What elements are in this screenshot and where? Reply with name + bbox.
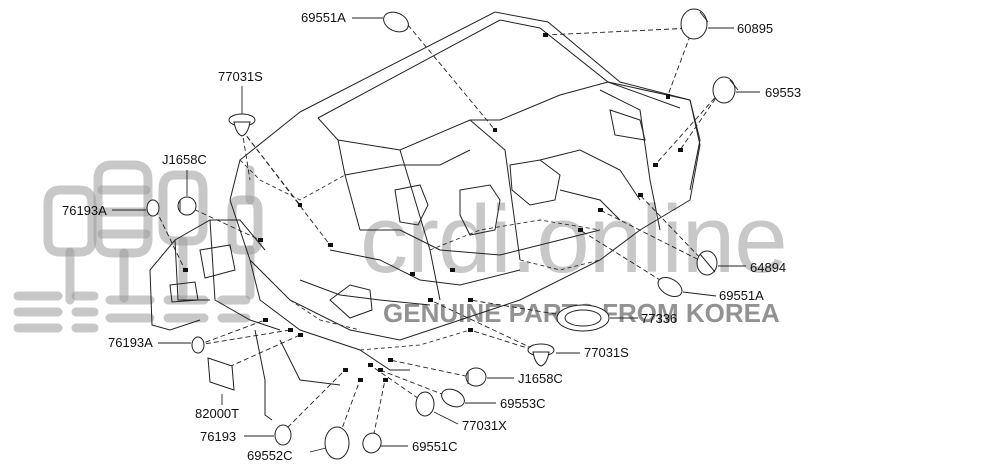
part-icons	[146, 8, 739, 460]
plug-69553c-icon	[441, 388, 465, 408]
hole-markers	[183, 33, 683, 382]
label-60895: 60895	[737, 21, 773, 36]
plug-77031x-icon	[415, 391, 435, 417]
label-64894: 64894	[750, 260, 786, 275]
label-77031x: 77031X	[462, 418, 507, 433]
label-69552c: 69552C	[247, 448, 293, 463]
label-76193a-top: 76193A	[62, 203, 107, 218]
label-77031s-top: 77031S	[218, 69, 263, 84]
plug-77336-icon	[556, 304, 610, 332]
label-69553: 69553	[765, 85, 801, 100]
plug-69551a-top-icon	[383, 11, 409, 33]
plug-69553-icon	[712, 76, 739, 104]
plug-69551c-icon	[362, 432, 382, 454]
label-77031s-low: 77031S	[584, 345, 629, 360]
label-j1658c-low: J1658C	[518, 371, 563, 386]
label-77336: 77336	[641, 311, 677, 326]
label-76193a-low: 76193A	[108, 335, 153, 350]
part-labels: 69551A 60895 77031S 69553 J1658C 76193A …	[62, 10, 801, 463]
label-69551a-top: 69551A	[301, 10, 346, 25]
plug-j1658c-top-icon	[177, 196, 197, 216]
watermark: crdi.online GENUINE PARTS FROM KOREA	[13, 160, 788, 333]
vehicle-body-drawing	[149, 11, 701, 421]
plug-69551a-mid-icon	[657, 277, 683, 297]
plug-76193-icon	[274, 424, 292, 446]
clip-77031s-low-icon	[527, 343, 555, 367]
plug-76193a-low-icon	[191, 336, 205, 354]
plug-j1658c-low-icon	[465, 367, 487, 387]
label-leaders	[112, 17, 760, 453]
watermark-site-text: crdi.online	[360, 186, 787, 293]
label-82000t: 82000T	[195, 406, 239, 421]
label-76193: 76193	[200, 429, 236, 444]
pad-82000t-icon	[207, 357, 235, 391]
label-69551c: 69551C	[412, 439, 458, 454]
plug-64894-icon	[696, 250, 718, 276]
label-69553c: 69553C	[500, 396, 546, 411]
watermark-logo-icon	[13, 160, 263, 333]
clip-77031s-top-icon	[228, 113, 256, 137]
plug-76193a-top-icon	[146, 199, 160, 217]
label-j1658c-top: J1658C	[162, 152, 207, 167]
plug-60895-icon	[680, 8, 709, 40]
label-69551a-mid: 69551A	[719, 288, 764, 303]
plug-69552c-icon	[324, 426, 350, 460]
